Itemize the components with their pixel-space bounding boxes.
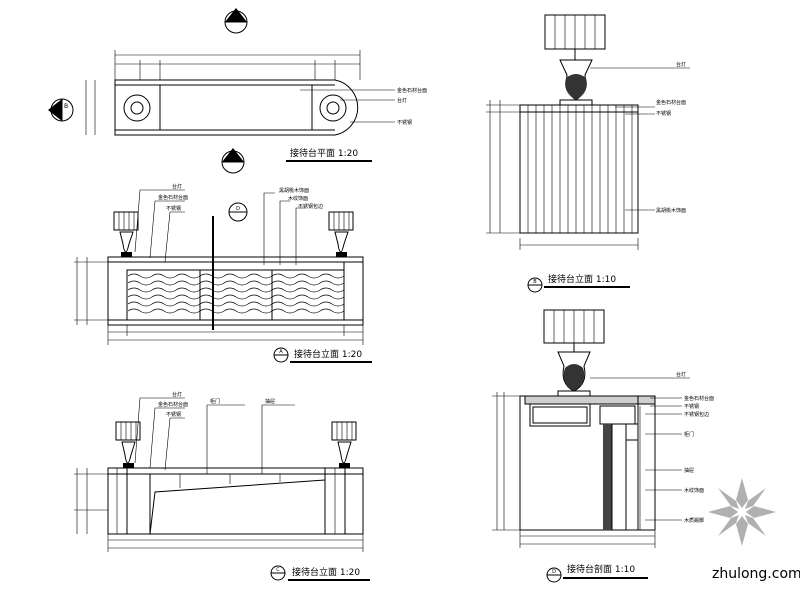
lamp-left-back [115,421,141,468]
section-marker-d-front: D [228,202,248,222]
section-view: 台灯 金色石材台面 不锈钢 不锈钢包边 柜门 抽屉 木纹饰面 木质踢脚 D 接待… [492,309,714,583]
callout-board-back: 柜门 [210,398,220,405]
side-title-marker: B [527,277,543,293]
svg-text:B: B [64,103,68,110]
callout-granite-plan: 金色石材台面 [397,87,427,94]
side-title: 接待台立面 1:10 [548,273,616,285]
watermark-text: zhulong.com [712,566,800,582]
callout-finish-b-front: 木纹饰面 [288,195,308,202]
callout-granite-back: 金色石材台面 [158,401,188,408]
callout-hardware-section: 抽屉 [684,467,694,474]
svg-text:A: A [231,155,236,162]
svg-text:D: D [552,569,556,575]
watermark-logo-icon [708,478,776,546]
callout-granite-section: 金色石材台面 [684,395,714,402]
side-elevation-view: 台灯 金色石材台面 不锈钢 黑胡桃木饰面 B 接待台立面 1:10 [486,14,690,293]
callout-lamp-side: 台灯 [676,61,686,68]
callout-finish-b-section: 木纹饰面 [684,487,704,494]
callout-lamp-front: 台灯 [172,183,182,190]
lamp-section-top [543,309,605,397]
callout-lamp-section: 台灯 [676,371,686,378]
plan-view: 金色石材台面 台灯 不锈钢 C B A 接待台平面 1:20 [48,8,427,174]
callout-finish-c-front: 不锈钢包边 [298,203,323,210]
section-marker-c-top: C [224,8,248,34]
lamp-side-top [544,14,606,106]
front-elevation-view: 台灯 金色石材台面 不锈钢 黑胡桃木饰面 木纹饰面 不锈钢包边 D A [74,183,372,363]
callout-steel-side: 不锈钢 [656,110,671,117]
callout-steel-plan: 不锈钢 [397,119,412,126]
lamp-right-back [331,421,357,468]
fluted-panel-side [527,105,633,233]
wave-panel-pattern [127,273,345,314]
section-marker-b-left: B [48,98,74,122]
section-title-marker: D [546,567,562,583]
svg-text:C: C [234,15,238,22]
lamp-left-front [113,211,139,257]
lamp-right-front [328,211,354,257]
plan-title: 接待台平面 1:20 [290,147,358,159]
callout-lamp-plan: 台灯 [397,97,407,104]
callout-steel-back: 不锈钢 [166,411,181,418]
callout-finish-a-side: 黑胡桃木饰面 [656,207,686,214]
callout-base-section: 木质踢脚 [684,517,704,524]
callout-finish-a-front: 黑胡桃木饰面 [279,187,309,194]
svg-text:D: D [236,206,240,212]
callout-board-section: 柜门 [684,431,694,438]
callout-hardware-back: 抽屉 [265,398,275,405]
section-marker-a-under: A [221,148,245,174]
svg-text:C: C [276,567,280,573]
svg-text:A: A [279,349,283,355]
callout-lamp-back: 台灯 [172,391,182,398]
back-elevation-view: 台灯 金色石材台面 不锈钢 柜门 抽屉 C 接待台立面 1:20 [74,391,370,581]
callout-finish-c-section: 不锈钢包边 [684,411,709,418]
front-title-marker: A [273,347,289,363]
svg-text:B: B [533,279,537,285]
watermark: zhulong.com [708,478,800,582]
callout-steel-front: 不锈钢 [166,205,181,212]
section-title: 接待台剖面 1:10 [567,563,635,575]
front-title: 接待台立面 1:20 [294,348,362,360]
back-title: 接待台立面 1:20 [292,566,360,578]
callout-steel-section: 不锈钢 [684,403,699,410]
back-title-marker: C [270,565,286,581]
callout-granite-side: 金色石材台面 [656,99,686,106]
callout-granite-front: 金色石材台面 [158,194,188,201]
